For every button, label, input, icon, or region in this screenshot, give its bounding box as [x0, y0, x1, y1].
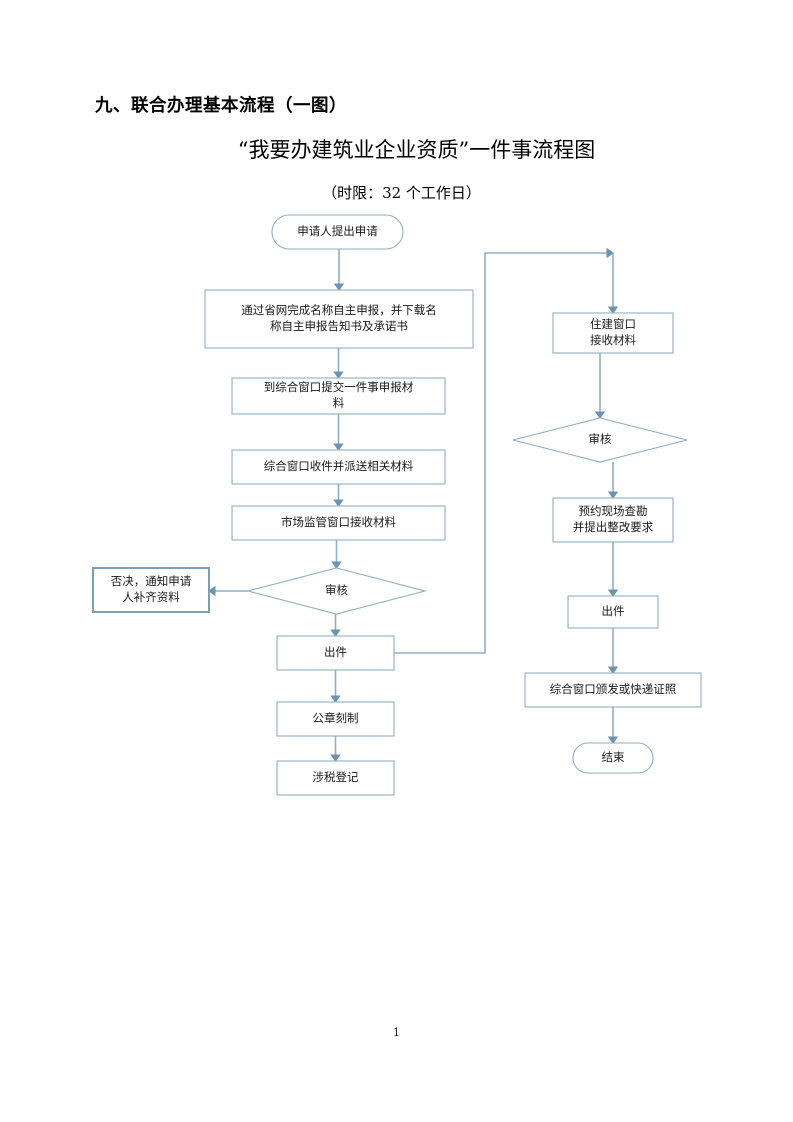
flow-node-collect-dispatch: 综合窗口收件并派送相关材料	[231, 449, 446, 485]
flow-node-label: 审核	[325, 583, 348, 597]
flow-node-market-receive: 市场监管窗口接收材料	[231, 505, 446, 541]
flow-node-label: 预约现场查勘	[579, 504, 648, 518]
flow-edge-e-market-review	[331, 540, 342, 569]
section-heading: 九、联合办理基本流程（一图）	[95, 96, 347, 116]
flow-node-label: 审核	[589, 432, 612, 446]
flow-node-label: 涉税登记	[313, 770, 359, 784]
flow-edge-e-output-housing	[394, 247, 619, 654]
flow-node-label: 住建窗口	[590, 317, 636, 331]
flow-edge-e-survey-output	[607, 542, 619, 597]
flow-node-issue-license: 综合窗口颁发或快递证照	[524, 672, 702, 708]
flow-edge-e-issue-end	[607, 707, 619, 744]
flow-node-start: 申请人提出申请	[271, 214, 404, 250]
flow-node-label: 综合窗口收件并派送相关材料	[264, 459, 414, 473]
flow-node-label: 称自主申报告知书及承诺书	[270, 319, 408, 333]
flow-node-label: 并提出整改要求	[573, 520, 654, 534]
flow-node-output-right: 出件	[567, 595, 659, 629]
flow-node-review-right: 审核	[512, 417, 688, 463]
flowchart-edges	[208, 247, 619, 762]
flow-node-seal-making: 公章刻制	[276, 701, 395, 737]
flow-edge-e-review-output	[330, 614, 341, 637]
flow-node-label: 到综合窗口提交一件事申报材	[264, 380, 414, 394]
flow-edge-e-submit-collect	[333, 414, 344, 451]
flow-node-label: 申请人提出申请	[297, 224, 378, 238]
flowchart-nodes: 申请人提出申请通过省网完成名称自主申报，并下载名称自主申报告知书及承诺书到综合窗…	[92, 214, 702, 796]
flow-edge-e-review-survey	[607, 462, 619, 499]
flow-edge-e-housing-review	[594, 353, 606, 419]
flow-node-tax-register: 涉税登记	[276, 760, 395, 796]
flow-node-label: 出件	[324, 645, 347, 659]
time-limit-subtitle: （时限：32 个工作日）	[322, 184, 481, 202]
flow-node-label: 料	[333, 396, 345, 410]
flow-node-label: 人补齐资料	[122, 590, 180, 604]
flow-edge-e-name-submit	[333, 348, 344, 379]
flow-node-review-left: 审核	[245, 567, 428, 615]
flow-node-label: 通过省网完成名称自主申报，并下载名	[241, 303, 437, 317]
flow-node-label: 公章刻制	[313, 711, 359, 725]
flow-edge-e-output-seal	[330, 670, 341, 703]
flow-edge-e-seal-tax	[330, 736, 341, 762]
flow-node-end: 结束	[572, 742, 654, 774]
flow-edge-e-start-name	[333, 249, 345, 291]
flow-edge-e-review-reject	[208, 585, 248, 597]
flow-node-label: 结束	[602, 750, 625, 764]
flow-node-output-left: 出件	[276, 635, 395, 671]
flow-node-label: 市场监管窗口接收材料	[281, 515, 396, 529]
flow-node-label: 出件	[602, 604, 625, 618]
flow-node-label: 接收材料	[590, 333, 636, 347]
flow-edge-e-collect-market	[333, 484, 344, 507]
page-number: 1	[393, 1026, 400, 1039]
flow-node-label: 否决，通知申请	[111, 574, 192, 588]
page-title: “我要办建筑业企业资质”一件事流程图	[237, 138, 596, 162]
flow-edge-e-output-issue	[607, 628, 619, 674]
flow-node-label: 综合窗口颁发或快递证照	[550, 682, 677, 696]
